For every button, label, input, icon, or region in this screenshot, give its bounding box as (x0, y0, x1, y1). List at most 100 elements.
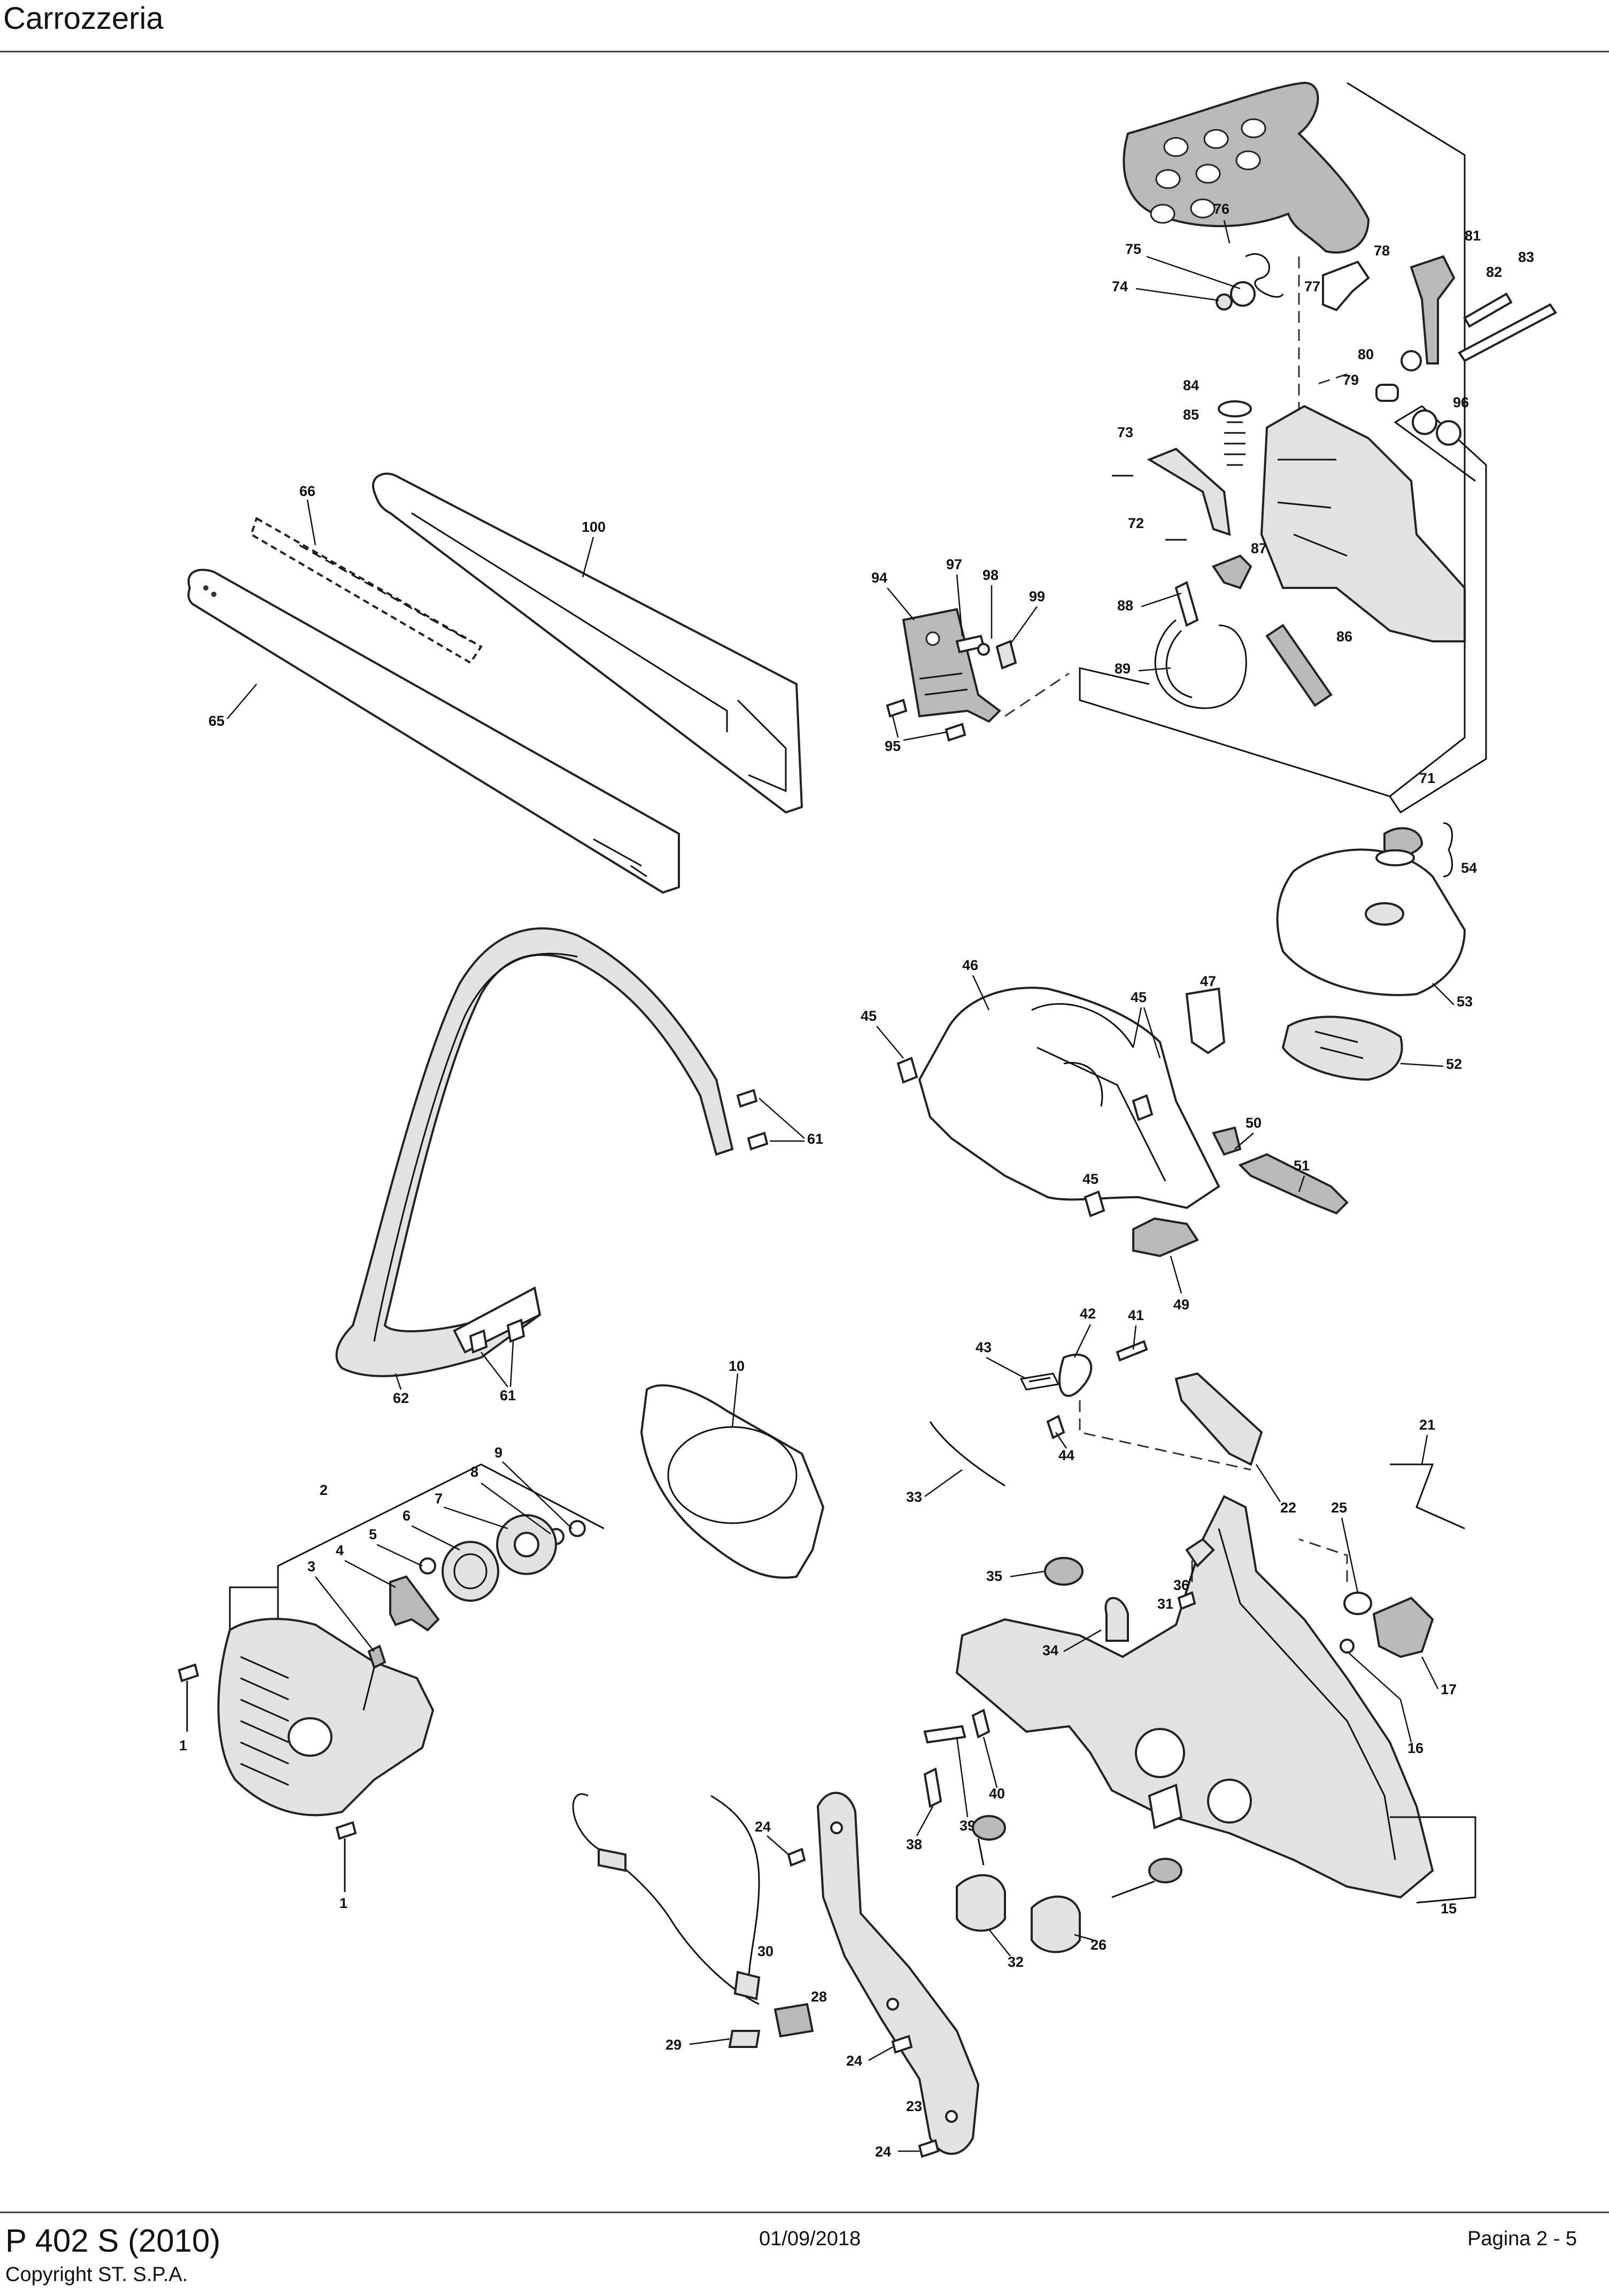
callout-43: 43 (976, 1339, 992, 1355)
footer-date: 01/09/2018 (759, 2228, 861, 2250)
callout-22: 22 (1280, 1500, 1296, 1516)
footer-divider (0, 2212, 1609, 2213)
chain (250, 517, 483, 664)
recoil-spring (442, 1541, 499, 1602)
callout-34: 34 (1042, 1642, 1058, 1658)
starter-group: 2 9 8 7 6 5 4 3 1 1 (177, 1445, 605, 1911)
callout-75: 75 (1125, 241, 1141, 257)
chain-tensioner-group: 94 97 98 99 95 (871, 556, 1070, 754)
top-cover (918, 987, 1220, 1209)
linkage-group: 43 42 41 44 21 33 22 (906, 1306, 1465, 1530)
footer-page-number: Pagina 2 - 5 (1467, 2228, 1577, 2250)
callout-88: 88 (1117, 598, 1133, 614)
throttle-trigger (1238, 1153, 1349, 1215)
callout-79: 79 (1343, 372, 1359, 388)
callout-24-top: 24 (755, 1819, 771, 1835)
callout-6: 6 (403, 1508, 411, 1524)
callout-84: 84 (1183, 377, 1199, 393)
callout-95: 95 (885, 738, 901, 754)
callout-24-middle: 24 (846, 2053, 862, 2069)
callout-41: 41 (1128, 1307, 1144, 1323)
top-cover-group: 46 45 45 45 47 50 51 49 (861, 957, 1349, 1313)
bar-cover (372, 472, 803, 814)
callout-26: 26 (1090, 1937, 1107, 1953)
fan-housing (640, 1384, 825, 1579)
callout-42: 42 (1080, 1306, 1096, 1322)
callout-51: 51 (1294, 1158, 1310, 1174)
guide-bar-group: 66 100 65 (187, 472, 803, 894)
callout-3: 3 (307, 1558, 315, 1574)
air-filter (1281, 1015, 1403, 1081)
callout-82: 82 (1486, 264, 1502, 280)
callout-85: 85 (1183, 407, 1199, 423)
callout-77: 77 (1304, 278, 1320, 294)
fuel-cap (956, 1874, 1006, 1932)
callout-86: 86 (1336, 629, 1352, 645)
filter-cover-group: 54 53 52 (1276, 822, 1477, 1081)
callout-21: 21 (1419, 1417, 1435, 1433)
callout-7: 7 (435, 1491, 443, 1507)
callout-100: 100 (582, 519, 606, 535)
callout-66: 66 (299, 483, 315, 499)
callout-28: 28 (811, 1989, 827, 2005)
side-cover (816, 1791, 980, 2155)
callout-9: 9 (494, 1445, 502, 1461)
wiring-group: 24 30 28 29 24 23 24 32 26 (572, 1791, 1182, 2160)
callout-4: 4 (336, 1542, 344, 1558)
callout-25: 25 (1331, 1500, 1347, 1516)
footer-model: P 402 S (2010) (5, 2223, 221, 2259)
callout-80: 80 (1358, 346, 1374, 362)
callout-31: 31 (1157, 1596, 1173, 1612)
starter-cover (217, 1618, 435, 1817)
callout-35: 35 (986, 1568, 1002, 1584)
callout-16: 16 (1407, 1740, 1424, 1756)
callout-2: 2 (320, 1482, 328, 1498)
callout-61-top: 61 (807, 1131, 823, 1147)
guide-bar (187, 569, 680, 894)
callout-65: 65 (208, 713, 225, 729)
callout-83: 83 (1518, 249, 1534, 265)
callout-38: 38 (906, 1836, 922, 1852)
callout-94: 94 (871, 570, 887, 586)
callout-81: 81 (1465, 228, 1481, 244)
callout-72: 72 (1128, 515, 1144, 531)
callout-29: 29 (666, 2037, 682, 2053)
callout-15: 15 (1441, 1901, 1457, 1917)
ignition-cable (572, 1793, 760, 2005)
callout-46: 46 (962, 957, 978, 973)
exploded-parts-diagram: 76 75 74 77 78 81 82 83 80 79 96 84 85 7… (177, 81, 1557, 2160)
callout-5: 5 (369, 1526, 377, 1542)
callout-76: 76 (1213, 201, 1229, 217)
callout-87: 87 (1251, 540, 1267, 556)
front-handle-group: 61 61 62 (335, 927, 823, 1406)
callout-71: 71 (1419, 770, 1435, 786)
callout-30: 30 (757, 1943, 773, 1959)
callout-40: 40 (989, 1786, 1005, 1802)
brake-lever (1410, 255, 1456, 364)
callout-52: 52 (1446, 1056, 1462, 1072)
hand-guard-group: 76 75 74 77 78 81 82 83 80 79 96 84 85 7… (1079, 81, 1557, 814)
starter-pawl (389, 1575, 440, 1632)
footer-copyright: Copyright ST. S.P.A. (5, 2263, 188, 2286)
callout-23: 23 (906, 2098, 922, 2114)
callout-73: 73 (1117, 424, 1133, 440)
throttle-lock (1372, 1596, 1434, 1658)
callout-45-inner: 45 (1082, 1171, 1099, 1187)
rear-handle-group: 36 25 35 31 17 34 16 40 38 39 15 (906, 1495, 1476, 1917)
callout-54: 54 (1461, 860, 1477, 876)
callout-1-top: 1 (179, 1737, 187, 1754)
callout-10: 10 (729, 1358, 745, 1374)
callout-49: 49 (1173, 1297, 1189, 1313)
tensioner-plate (902, 608, 1002, 723)
callout-61-bottom: 61 (500, 1387, 516, 1403)
callout-45-left: 45 (861, 1008, 877, 1024)
callout-33: 33 (906, 1489, 922, 1505)
fan-housing-group: 10 (640, 1358, 825, 1579)
callout-78: 78 (1374, 243, 1390, 259)
callout-45-top: 45 (1131, 989, 1147, 1005)
main-housing (955, 1495, 1434, 1899)
header-divider (0, 51, 1609, 52)
oil-cap (1031, 1895, 1081, 1953)
callout-99: 99 (1029, 588, 1045, 604)
callout-89: 89 (1115, 661, 1131, 677)
